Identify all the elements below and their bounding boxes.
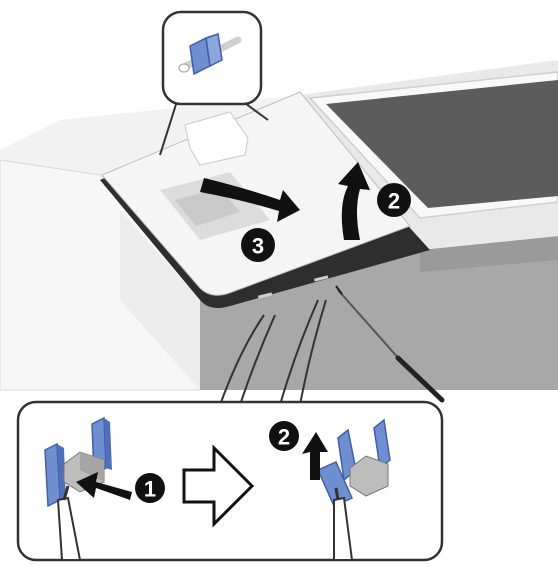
step-1-label: 1 [144,477,156,502]
step-2-badge: 2 [377,183,411,217]
step-3-badge: 3 [241,228,275,262]
step-2-detail-badge: 2 [269,421,299,451]
step-1-badge: 1 [135,473,165,503]
detail-callout: 1 2 [18,402,442,560]
printer-photo [0,60,558,390]
step-2-label: 2 [388,189,400,214]
step-2-detail-label: 2 [278,425,290,450]
step-3-label: 3 [252,234,264,259]
